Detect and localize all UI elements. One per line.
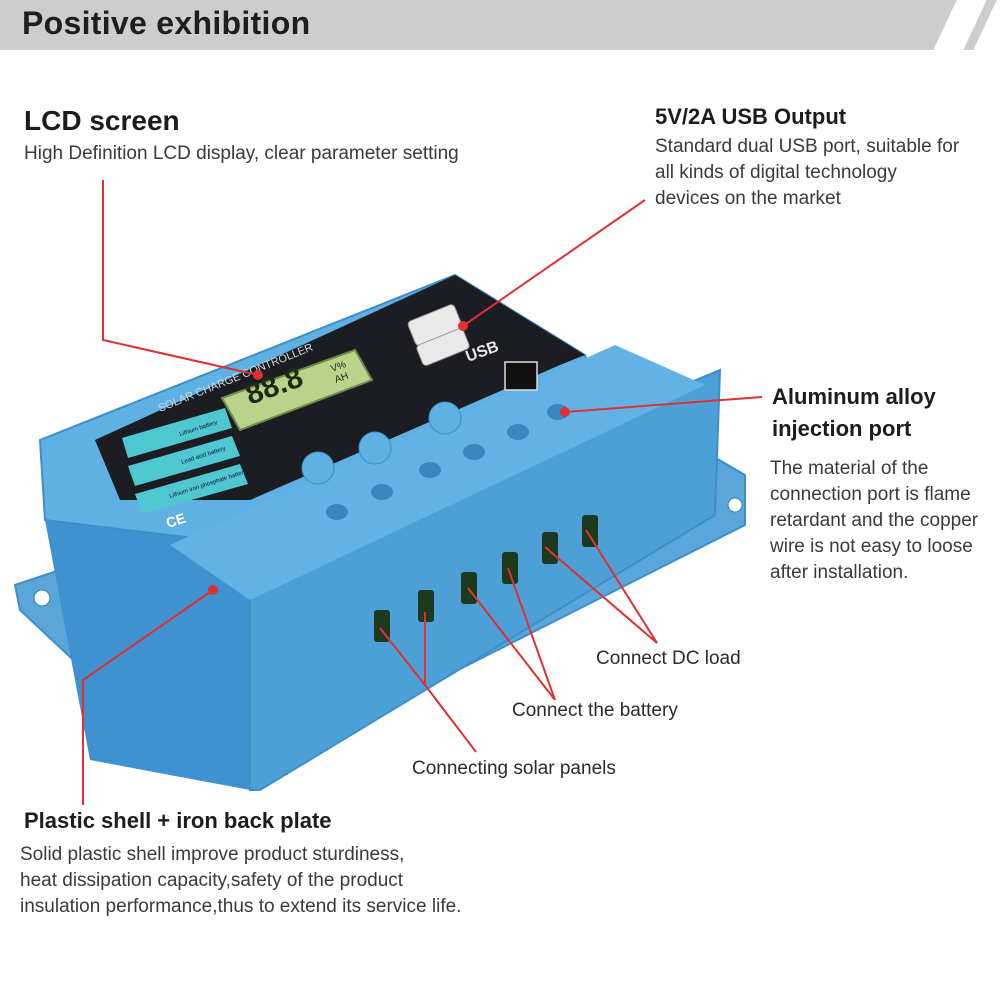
screw-hole <box>326 504 348 520</box>
screw-hole <box>419 462 441 478</box>
solar-terminal <box>418 590 434 622</box>
mounting-hole <box>33 589 51 607</box>
usb-leader-dot <box>458 321 468 331</box>
load-leader-line <box>544 546 658 644</box>
mounting-hole <box>727 497 743 513</box>
shell-leader-dot <box>208 585 218 595</box>
screw-hole <box>507 424 529 440</box>
lcd-section-description: High Definition LCD display, clear param… <box>24 143 459 164</box>
load-terminal <box>542 532 558 564</box>
port-leader-line <box>564 396 763 413</box>
battery-callout: Connect the battery <box>512 700 678 721</box>
screw-hole <box>371 484 393 500</box>
battery-type-strip <box>135 464 248 514</box>
usb-port <box>416 328 470 366</box>
control-buttons <box>301 401 462 485</box>
battery-type-strip <box>122 408 232 458</box>
battery-type-list: Lithium battery Lead acid battery Lithiu… <box>122 408 248 514</box>
screw-hole <box>463 444 485 460</box>
lcd-leader-line <box>102 180 259 376</box>
aluminum-section-title-line1: Aluminum alloy <box>772 384 936 409</box>
solar-callout: Connecting solar panels <box>412 758 616 779</box>
battery-leader-line <box>507 567 556 701</box>
usb-leader-line <box>462 199 646 327</box>
leader-lines <box>82 180 763 805</box>
aluminum-section-description: The material of the connection port is f… <box>770 458 979 583</box>
battery-type-strip <box>128 436 240 486</box>
header-bar: Positive exhibition <box>0 0 1000 50</box>
lcd-units-top: V% <box>329 359 347 375</box>
aluminum-section-title-line2: injection port <box>772 416 912 441</box>
shell-leader-line <box>82 589 214 805</box>
battery-leader-line <box>467 587 556 701</box>
usb-indicator-icon <box>504 361 538 391</box>
port-leader-dot <box>560 407 570 417</box>
ce-mark: CE <box>164 510 187 531</box>
lcd-section-title: LCD screen <box>24 105 180 136</box>
shell-section-description: Solid plastic shell improve product stur… <box>20 844 462 917</box>
load-terminal <box>582 515 598 547</box>
shell-section-title: Plastic shell + iron back plate <box>24 808 332 833</box>
battery-terminal <box>502 552 518 584</box>
load-leader-line <box>585 529 658 644</box>
lcd-display <box>220 348 374 432</box>
dc-load-callout: Connect DC load <box>596 648 741 669</box>
usb-section-description: Standard dual USB port, suitable for all… <box>655 136 960 209</box>
page-title: Positive exhibition <box>22 5 311 41</box>
front-face <box>45 520 250 790</box>
usb-section-title: 5V/2A USB Output <box>655 104 847 129</box>
down-button[interactable] <box>428 401 462 435</box>
menu-button[interactable] <box>301 451 335 485</box>
lcd-units-bottom: AH <box>333 371 350 386</box>
up-button[interactable] <box>358 431 392 465</box>
lcd-leader-dot <box>253 370 263 380</box>
